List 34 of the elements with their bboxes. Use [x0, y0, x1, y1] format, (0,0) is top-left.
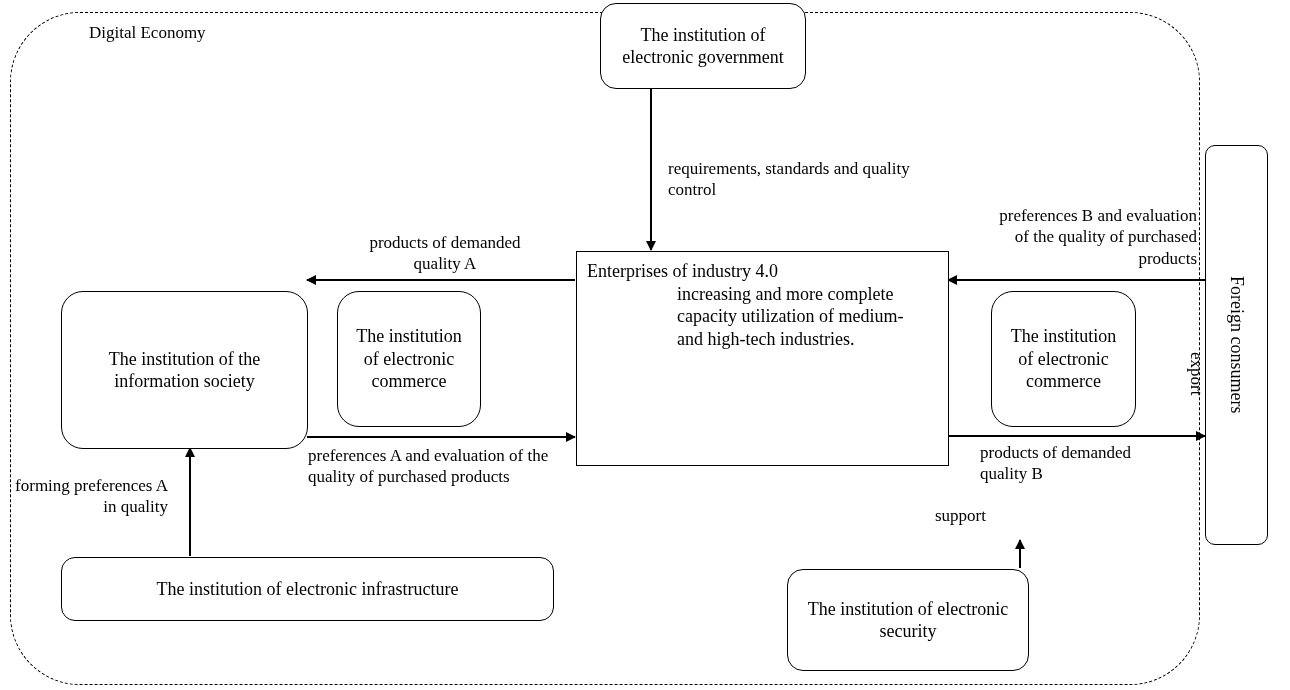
edge-label: products of demanded quality B: [980, 442, 1133, 485]
arrow: [646, 88, 656, 251]
text-label: export: [1186, 352, 1206, 396]
box-text: The institution of electronic security: [806, 597, 1010, 643]
box-text: The institution of electronic government: [621, 23, 785, 69]
process-box: [787, 569, 1029, 671]
arrow: [947, 275, 1206, 285]
edge-label: support: [935, 505, 987, 527]
process-box: [991, 291, 1136, 427]
process-box: [576, 251, 949, 466]
arrow: [306, 432, 576, 442]
region-title: Digital Economy: [89, 23, 206, 43]
dashed-region: [10, 12, 1200, 685]
arrow: [1015, 539, 1025, 569]
process-box: [600, 3, 806, 89]
edge-label: requirements, standards and quality control: [668, 158, 911, 201]
box-text: The institution of the information society: [107, 347, 262, 393]
edge-label: products of demanded quality A: [368, 232, 522, 275]
box-text: The institution of electronic commerce: [1009, 325, 1118, 393]
process-box: [61, 291, 308, 449]
edge-label: preferences B and evaluation of the quality of purchased products: [998, 205, 1197, 269]
process-box: [337, 291, 481, 427]
process-box: [1205, 145, 1268, 545]
edge-label: preferences A and evaluation of the quality of purchased products: [308, 445, 550, 488]
box-text: The institution of electronic commerce: [355, 325, 463, 393]
box-heading: Enterprises of industry 4.0: [587, 260, 778, 283]
edge-label: forming preferences A in quality: [14, 475, 168, 518]
box-text: increasing and more complete capacity utilization of medium- and high-tech industries.: [677, 282, 905, 350]
box-text: Foreign consumers: [1226, 276, 1247, 414]
arrow: [947, 431, 1206, 441]
box-text: The institution of electronic infrastructure: [156, 577, 459, 601]
arrow: [306, 275, 576, 285]
arrow: [185, 447, 195, 557]
process-box: [61, 557, 554, 621]
